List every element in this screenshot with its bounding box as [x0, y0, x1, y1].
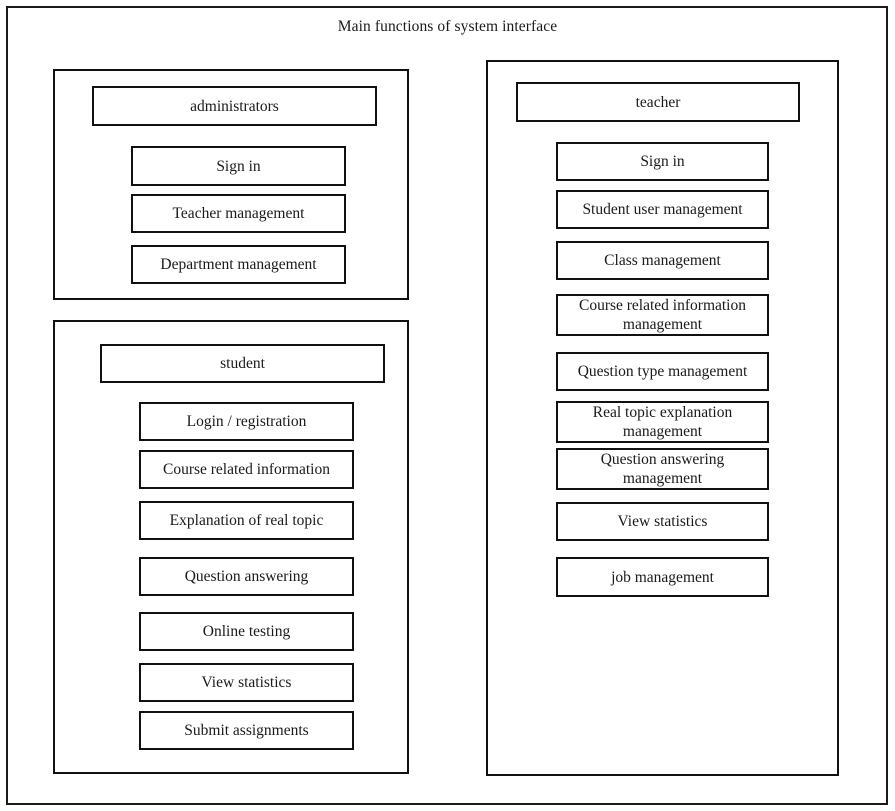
- fn-box-student-question-answering[interactable]: Question answering: [139, 557, 354, 596]
- role-header-label: administrators: [190, 97, 279, 115]
- fn-label: Department management: [160, 256, 317, 273]
- fn-label: Course related information management: [578, 297, 746, 333]
- role-header-label: student: [220, 355, 265, 372]
- fn-label: Login / registration: [186, 413, 307, 430]
- fn-box-teacher-view-statistics[interactable]: View statistics: [556, 502, 769, 541]
- fn-box-teacher-course-related-information-management[interactable]: Course related information management: [556, 294, 769, 336]
- role-header-label: teacher: [635, 93, 681, 111]
- fn-box-admin-teacher-management[interactable]: Teacher management: [131, 194, 346, 233]
- fn-label: Real topic explanation management: [592, 404, 733, 440]
- fn-label: Question type management: [577, 363, 748, 380]
- fn-label: Online testing: [202, 623, 291, 640]
- fn-label: Question answering: [184, 568, 309, 585]
- fn-box-student-explanation-of-real-topic[interactable]: Explanation of real topic: [139, 501, 354, 540]
- fn-box-teacher-question-type-management[interactable]: Question type management: [556, 352, 769, 391]
- fn-label: Explanation of real topic: [169, 512, 324, 529]
- fn-box-teacher-job-management[interactable]: job management: [556, 557, 769, 597]
- fn-box-teacher-sign-in[interactable]: Sign in: [556, 142, 769, 181]
- role-header-student[interactable]: student: [100, 344, 385, 383]
- fn-label: View statistics: [201, 674, 292, 691]
- fn-box-student-online-testing[interactable]: Online testing: [139, 612, 354, 651]
- fn-box-admin-sign-in[interactable]: Sign in: [131, 146, 346, 186]
- fn-box-teacher-student-user-management[interactable]: Student user management: [556, 190, 769, 229]
- fn-label: Teacher management: [172, 205, 305, 222]
- role-header-teacher[interactable]: teacher: [516, 82, 800, 122]
- fn-box-student-course-related-information[interactable]: Course related information: [139, 450, 354, 489]
- fn-box-teacher-question-answering-management[interactable]: Question answering management: [556, 448, 769, 490]
- fn-label: Sign in: [216, 157, 261, 175]
- fn-label: Question answering management: [600, 451, 725, 487]
- fn-label: Class management: [604, 252, 721, 269]
- fn-label: job management: [611, 568, 714, 586]
- fn-box-teacher-class-management[interactable]: Class management: [556, 241, 769, 280]
- fn-label: View statistics: [617, 513, 708, 530]
- fn-label: Student user management: [582, 201, 743, 218]
- group-student: [53, 320, 409, 774]
- fn-label: Course related information: [162, 461, 330, 478]
- diagram-title: Main functions of system interface: [337, 18, 558, 35]
- role-header-administrators[interactable]: administrators: [92, 86, 377, 126]
- fn-box-student-submit-assignments[interactable]: Submit assignments: [139, 711, 354, 750]
- fn-box-student-login-registration[interactable]: Login / registration: [139, 402, 354, 441]
- fn-label: Submit assignments: [184, 722, 309, 739]
- fn-box-student-view-statistics[interactable]: View statistics: [139, 663, 354, 702]
- fn-box-teacher-real-topic-explanation-management[interactable]: Real topic explanation management: [556, 401, 769, 443]
- fn-box-admin-department-management[interactable]: Department management: [131, 245, 346, 284]
- fn-label: Sign in: [640, 153, 685, 170]
